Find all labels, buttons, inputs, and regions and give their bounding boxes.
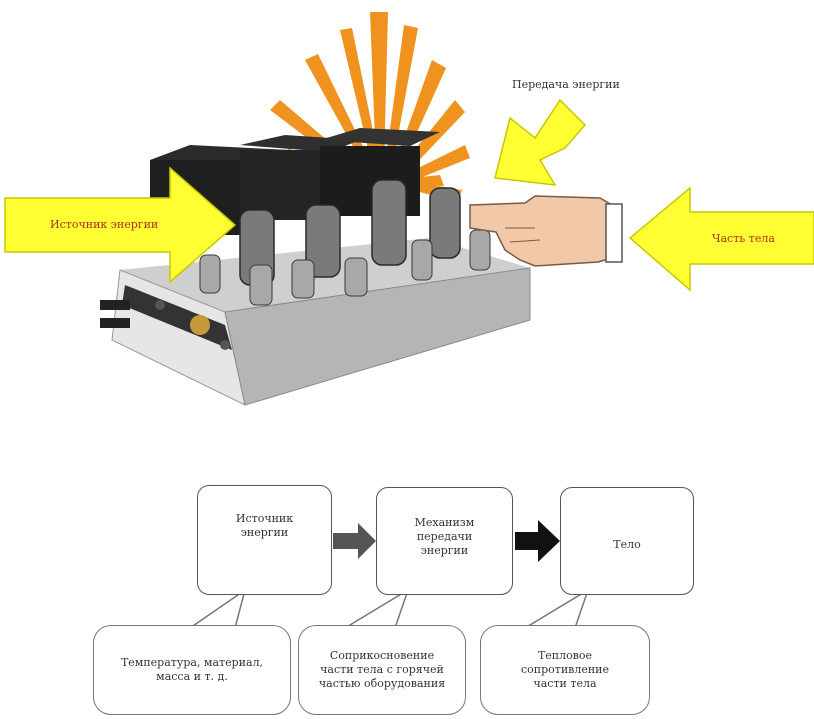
flow-box-body: Тело xyxy=(560,487,694,595)
energy-transfer-label: Передача энергии xyxy=(512,78,620,91)
hand-icon xyxy=(469,195,623,267)
flow-box-body-label: Тело xyxy=(613,538,641,551)
note-body: Тепловое сопротивление части тела xyxy=(480,625,650,715)
flow-box-transfer-mechanism-label: Механизм передачи энергии xyxy=(414,516,475,557)
flow-box-energy-source-label: Источник энергии xyxy=(235,512,294,539)
energy-source-label: Источник энергии xyxy=(50,218,158,231)
flow-arrow-1-icon xyxy=(333,523,376,559)
body-part-arrow-icon xyxy=(628,186,814,292)
energy-transfer-arrow-icon xyxy=(494,98,587,186)
note-tail-1 xyxy=(187,588,247,629)
flow-box-transfer-mechanism: Механизм передачи энергии xyxy=(376,487,513,595)
amplifier-device xyxy=(100,128,531,406)
note-energy-source: Температура, материал, масса и т. д. xyxy=(93,625,291,715)
note-transfer-mechanism: Соприкосновение части тела с горячей час… xyxy=(298,625,466,715)
body-part-label: Часть тела xyxy=(712,232,775,245)
note-transfer-mechanism-label: Соприкосновение части тела с горячей час… xyxy=(318,649,446,690)
flow-box-energy-source: Источник энергии xyxy=(197,485,332,595)
flow-arrow-2-icon xyxy=(515,520,560,562)
note-body-label: Тепловое сопротивление части тела xyxy=(520,649,610,690)
note-tail-3 xyxy=(522,588,590,629)
note-tail-2 xyxy=(342,588,410,629)
note-energy-source-label: Температура, материал, масса и т. д. xyxy=(120,656,264,683)
energy-source-arrow-icon xyxy=(4,166,237,284)
hazard-illustration: Передача энергии Источник энергии Часть … xyxy=(4,12,814,406)
